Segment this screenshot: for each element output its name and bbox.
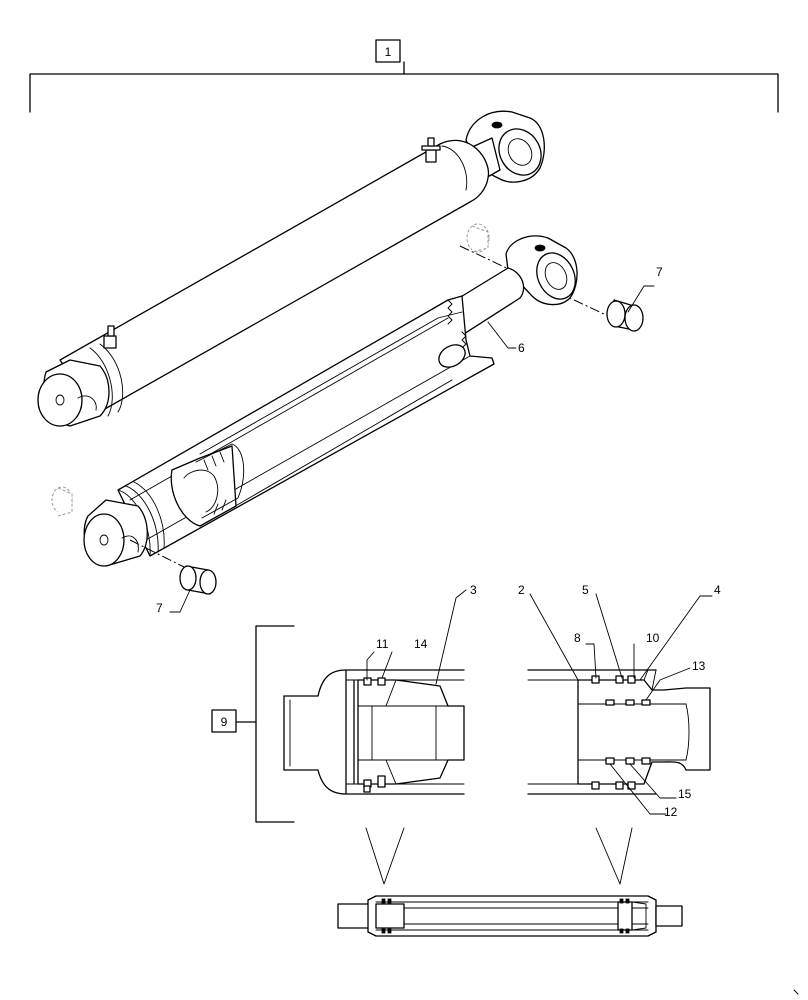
gland-section-detail: 2 5 4 8 10 13 15 12 xyxy=(518,583,721,819)
cylinder-full-section xyxy=(337,895,683,937)
detail-pointers xyxy=(365,827,633,885)
pin-bushing-upper: 7 xyxy=(459,223,663,332)
assembly-bracket: 1 xyxy=(29,39,779,113)
callout-3: 3 xyxy=(470,583,477,597)
cylinder-cutaway: 6 xyxy=(83,235,578,567)
callout-6: 6 xyxy=(518,341,525,355)
callout-10: 10 xyxy=(646,631,660,645)
callout-1: 1 xyxy=(385,45,392,59)
callout-4: 4 xyxy=(714,583,721,597)
piston-section-detail: 11 14 3 xyxy=(283,583,477,795)
callout-11: 11 xyxy=(376,637,389,651)
callout-7-upper: 7 xyxy=(656,265,663,279)
callout-13: 13 xyxy=(692,659,706,673)
callout-2: 2 xyxy=(518,583,525,597)
seal-kit-bracket: 9 xyxy=(211,625,295,823)
callout-8: 8 xyxy=(574,631,581,645)
corner-mark xyxy=(793,989,799,995)
callout-15: 15 xyxy=(678,787,692,801)
callout-12: 12 xyxy=(664,805,678,819)
callout-9: 9 xyxy=(221,715,228,729)
callout-5: 5 xyxy=(582,583,589,597)
cylinder-assembled xyxy=(37,110,545,427)
callout-14: 14 xyxy=(414,637,428,651)
pin-bushing-lower: 7 xyxy=(51,486,217,615)
callout-7-lower: 7 xyxy=(156,601,163,615)
